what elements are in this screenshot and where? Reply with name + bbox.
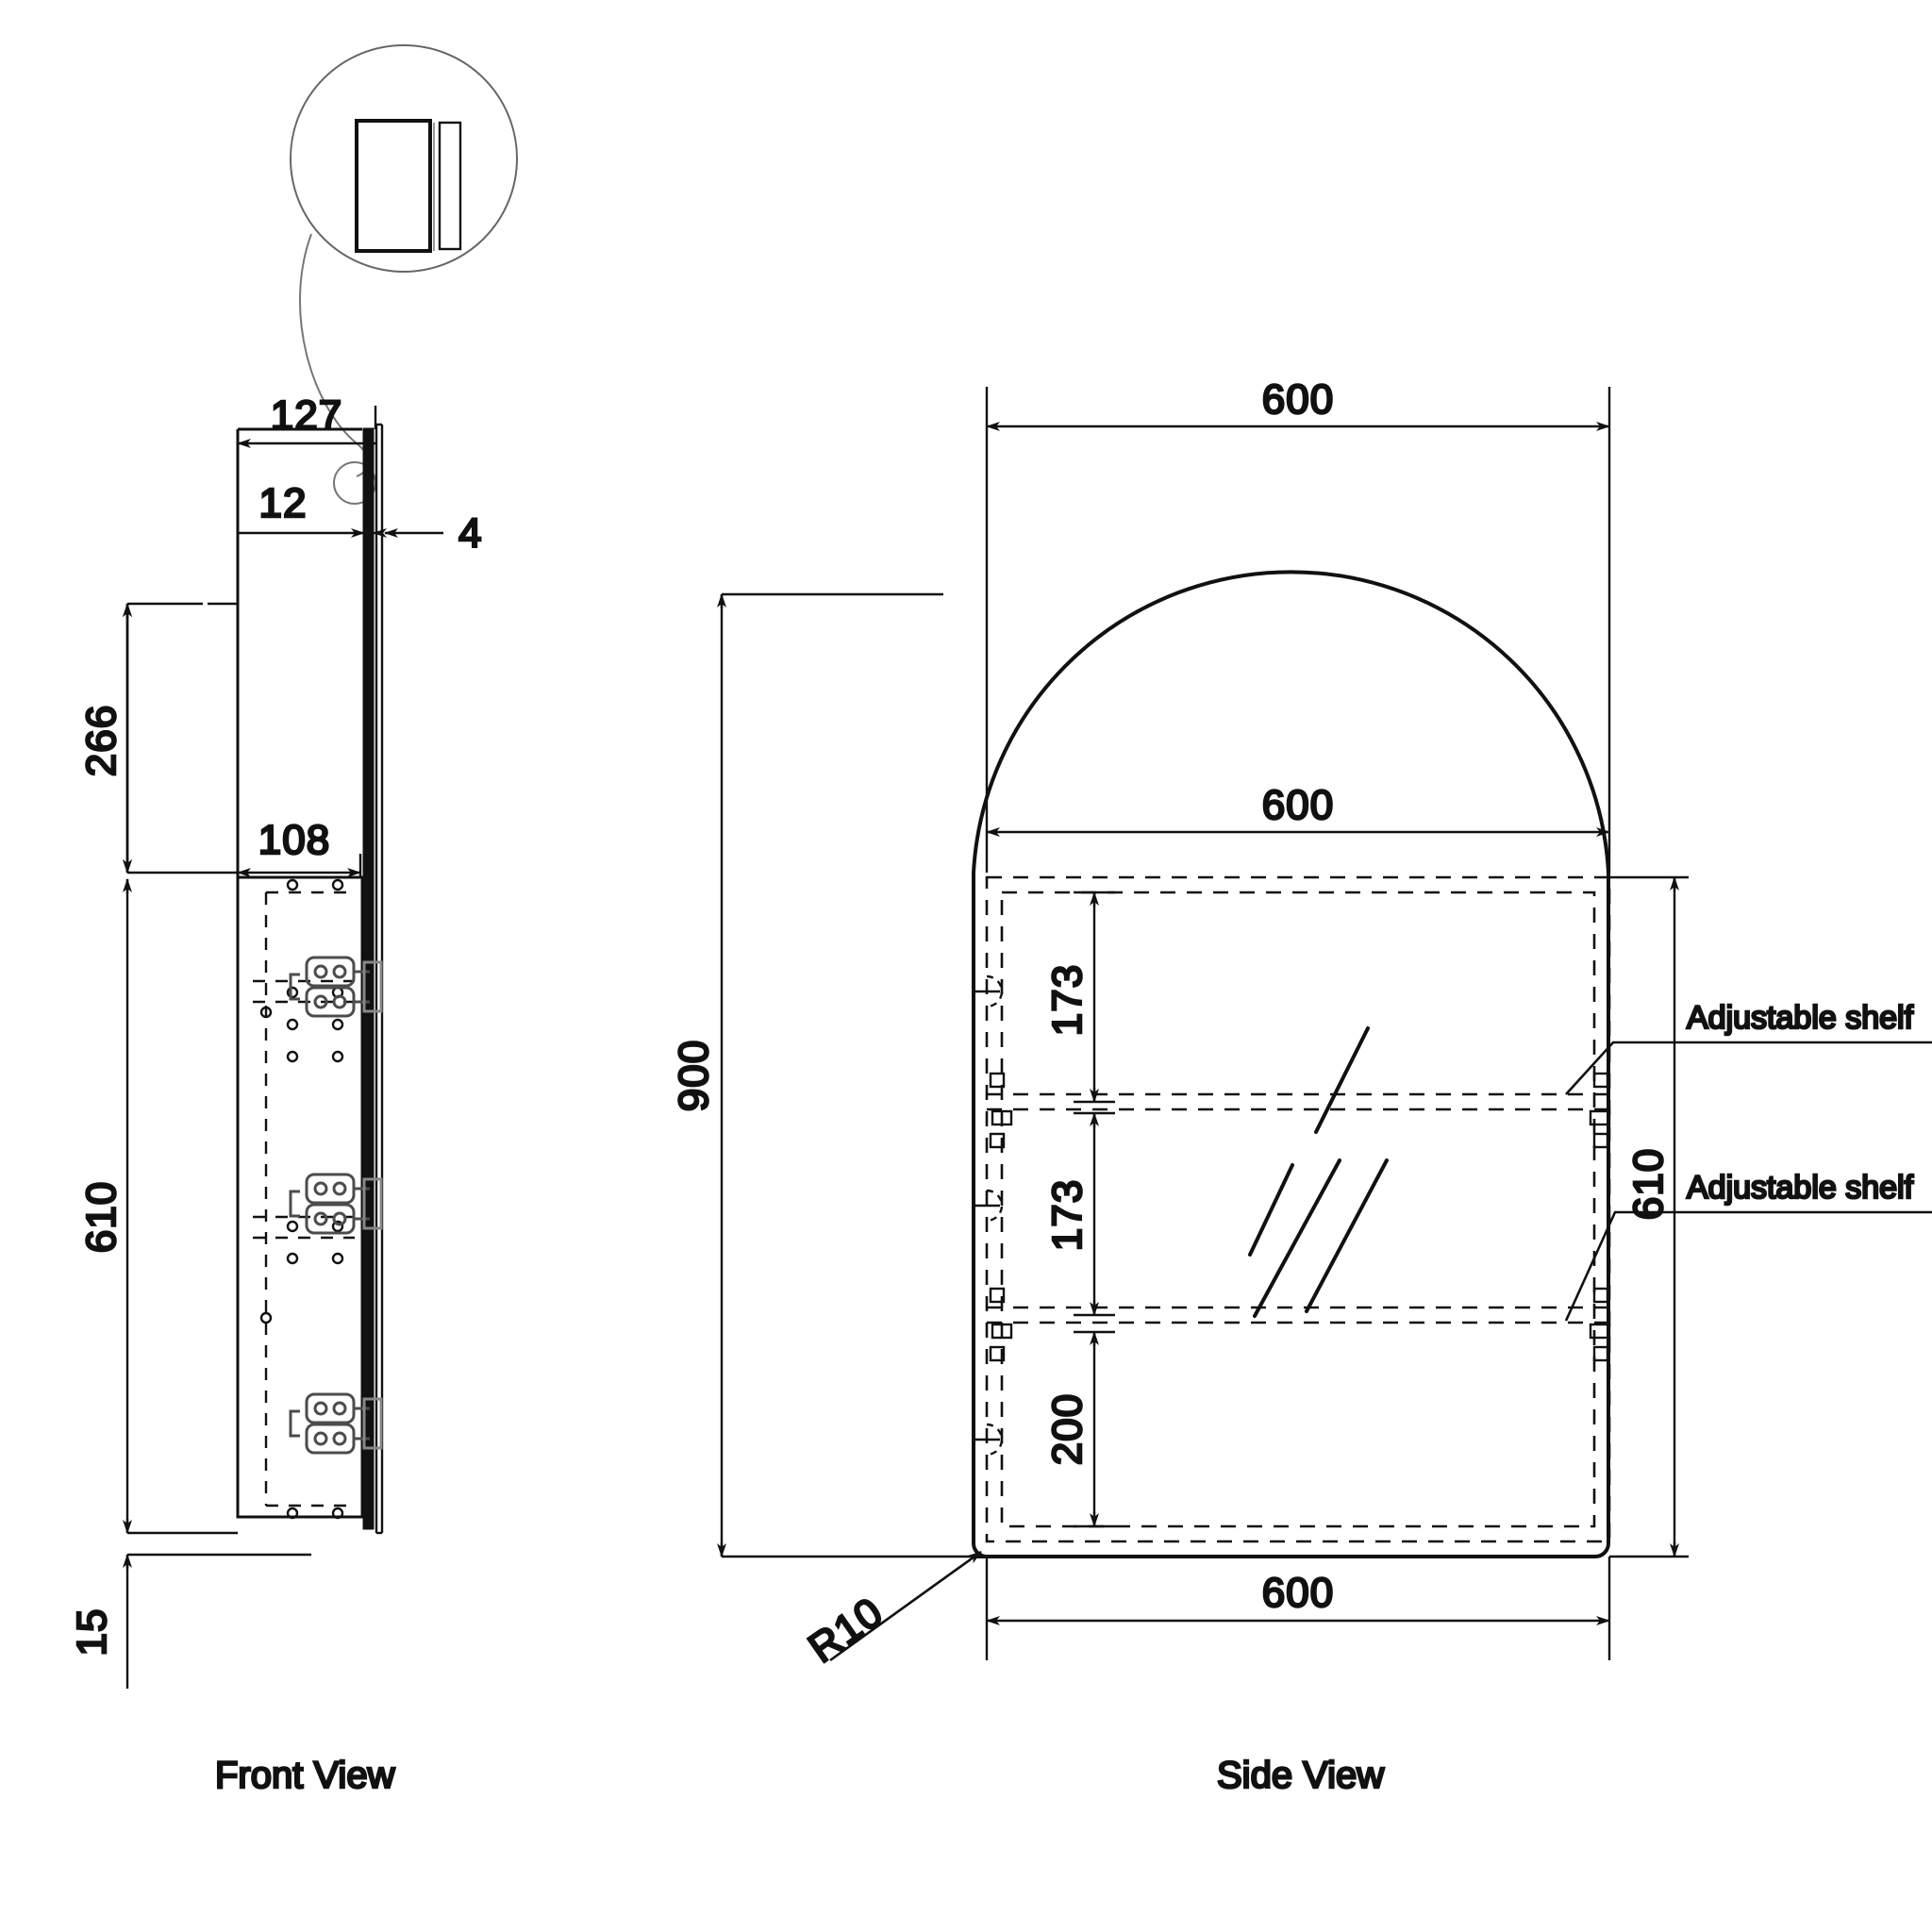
dim-side-600-top: [985, 387, 1611, 873]
dim-side-610-label: 610: [1625, 1148, 1672, 1220]
dim-front-127-label: 127: [271, 392, 342, 439]
side-view: 600 600 600 900 610: [670, 375, 1932, 1797]
radius-callout-r10-label: R10: [800, 1589, 891, 1672]
radius-callout-r10: [829, 1550, 982, 1662]
concealed-hinge: [289, 956, 383, 1018]
dim-side-600-bottom-label: 600: [1262, 1570, 1334, 1616]
annotation-adjustable-shelf-upper: Adjustable shelf: [1687, 1000, 1914, 1036]
dim-side-173-upper-label: 173: [1044, 964, 1091, 1036]
dim-side-600-bottom: [985, 1557, 1611, 1660]
leader-adjustable-shelf-lower: [1564, 1210, 1932, 1322]
dim-side-600-top-label: 600: [1262, 376, 1334, 423]
dim-side-610: [1609, 875, 1689, 1558]
mirror-edge-detail-callout: [290, 44, 518, 505]
dim-front-15: [123, 1553, 311, 1689]
dim-front-610: [123, 878, 238, 1535]
front-view-outline: [236, 423, 384, 1535]
front-view: 127 12 4 108 266: [68, 391, 483, 1798]
front-view-hinges: [289, 956, 383, 1455]
dim-front-12-label: 12: [259, 480, 308, 526]
dim-side-900: [717, 592, 974, 1558]
dim-front-4-label: 4: [458, 510, 482, 557]
concealed-hinge: [289, 1173, 383, 1235]
dim-side-600-mid-label: 600: [1262, 782, 1334, 828]
front-view-hidden-lines: [253, 891, 355, 1507]
front-view-title: Front View: [215, 1755, 395, 1796]
leader-adjustable-shelf-upper: [1565, 1041, 1932, 1095]
dim-front-266-label: 266: [78, 705, 125, 776]
dim-front-108-label: 108: [258, 817, 330, 863]
side-view-outline: [972, 570, 1610, 1558]
side-view-shelf-pins: [974, 974, 1611, 1457]
dim-side-173-middle-label: 173: [1044, 1179, 1091, 1251]
dim-side-200: [1074, 1330, 1115, 1528]
dim-side-173-middle: [1074, 1111, 1115, 1317]
side-view-hidden-lines: [985, 875, 1611, 1543]
annotation-adjustable-shelf-lower: Adjustable shelf: [1687, 1170, 1914, 1206]
side-view-title: Side View: [1217, 1755, 1384, 1796]
dim-front-266: [123, 602, 238, 874]
dim-side-173-upper: [1074, 891, 1115, 1104]
dim-front-108: [237, 854, 362, 877]
dim-front-610-label: 610: [78, 1181, 125, 1253]
mirror-reflection-lines: [1248, 1026, 1389, 1318]
dim-side-900-label: 900: [671, 1040, 717, 1111]
dim-side-200-label: 200: [1044, 1393, 1091, 1465]
dim-front-127: [236, 406, 377, 1179]
dim-front-15-label: 15: [69, 1608, 115, 1657]
concealed-hinge: [289, 1392, 383, 1455]
